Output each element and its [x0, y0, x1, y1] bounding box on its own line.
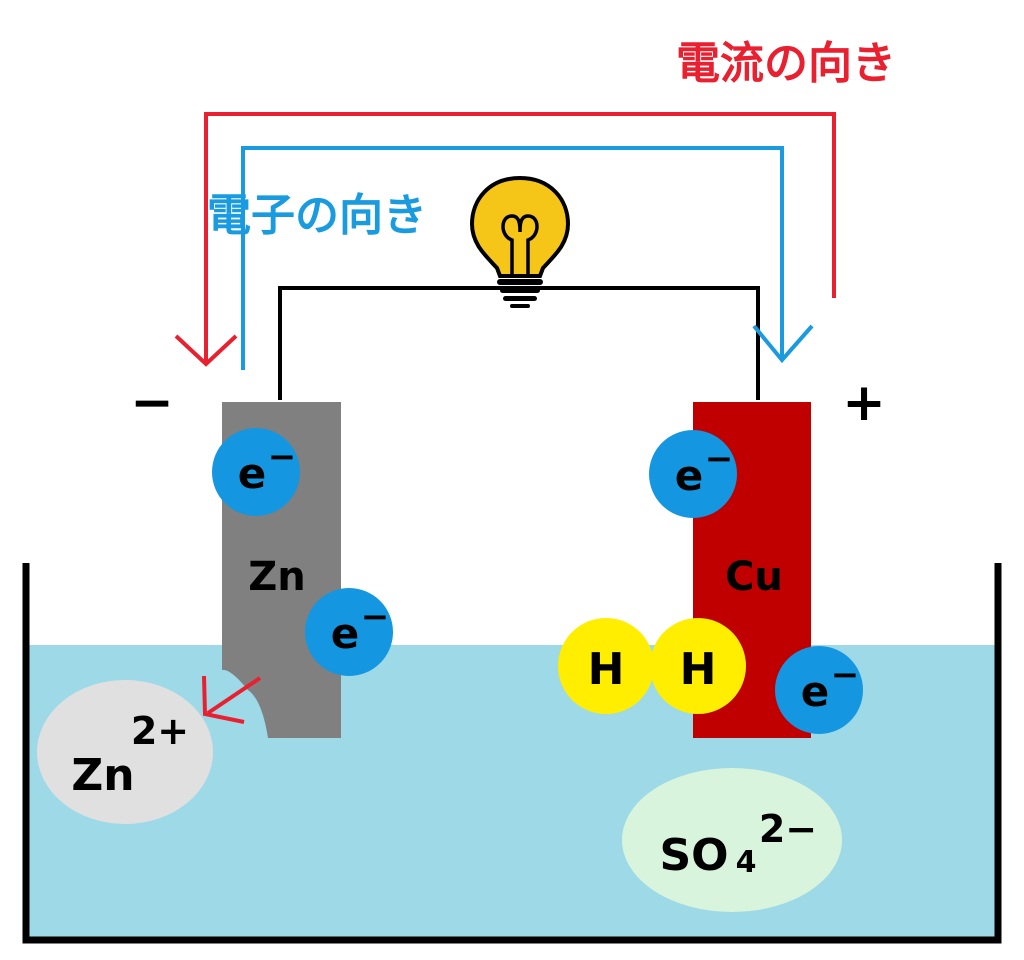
sulfate-symbol: SO — [659, 830, 728, 881]
electron-arrowhead — [752, 324, 814, 364]
current-direction-arrow — [204, 112, 836, 362]
ion-release-arrow — [206, 676, 262, 715]
zinc-label: Zn — [248, 554, 305, 600]
svg-text:e: e — [801, 667, 830, 716]
hydrogen-atom-label: H — [588, 644, 625, 695]
svg-text:−: − — [361, 597, 390, 637]
electron: e − — [649, 430, 737, 518]
beaker — [22, 563, 1002, 944]
electron: e − — [305, 588, 393, 676]
current-direction-label: 電流の向き — [676, 38, 896, 89]
svg-text:−: − — [831, 655, 860, 695]
sulfate-subscript: 4 — [736, 845, 757, 880]
ion-release-arrowhead — [202, 675, 245, 724]
sulfate-ion: SO 4 2− — [622, 768, 842, 912]
copper-label: Cu — [725, 554, 783, 600]
svg-text:e: e — [238, 449, 267, 498]
svg-text:−: − — [705, 439, 734, 479]
electron-direction-label: 電子の向き — [207, 190, 427, 241]
light-bulb-icon — [469, 175, 571, 308]
zinc-ion-symbol: Zn — [71, 750, 134, 801]
negative-terminal-sign: − — [130, 373, 174, 433]
current-arrowhead — [174, 334, 238, 367]
electron: e − — [775, 646, 863, 734]
hydrogen-molecule: H H — [558, 618, 746, 714]
hydrogen-atom-label: H — [680, 644, 717, 695]
svg-text:−: − — [268, 437, 297, 477]
svg-text:e: e — [331, 609, 360, 658]
sulfate-charge: 2− — [759, 807, 817, 851]
svg-text:e: e — [675, 451, 704, 500]
electron: e − — [212, 428, 300, 516]
electron-direction-arrow — [241, 146, 784, 370]
zinc-ion-charge: 2+ — [131, 709, 189, 753]
positive-terminal-sign: + — [842, 373, 886, 433]
zinc-ion: Zn 2+ — [37, 680, 213, 824]
